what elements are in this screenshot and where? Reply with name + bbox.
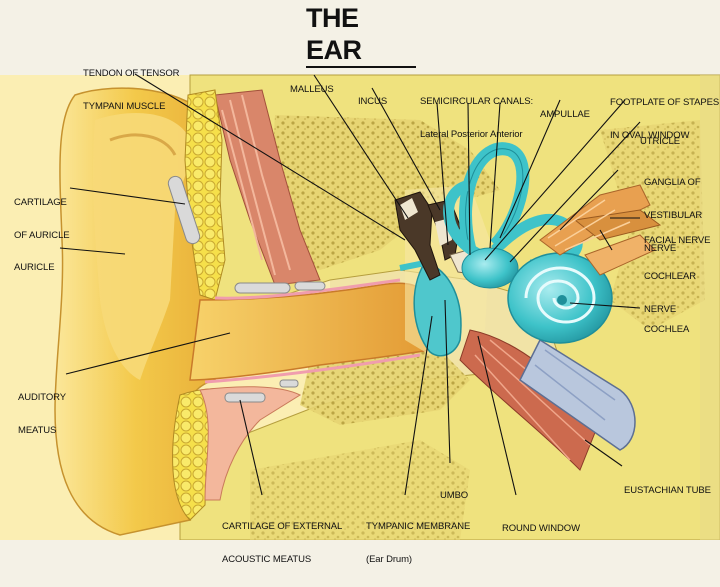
label-eustachian-line1: EUSTACHIAN TUBE (624, 485, 711, 496)
label-semicircular-canals: SEMICIRCULAR CANALS: Lateral Posterior A… (420, 74, 533, 162)
label-tendon-line1: TENDON OF TENSOR (83, 68, 180, 79)
label-tympanic-membrane: TYMPANIC MEMBRANE (Ear Drum) (366, 499, 470, 587)
label-ganglia-line2: VESTIBULAR (644, 210, 703, 221)
spongy-bone-lower (300, 350, 470, 425)
label-umbo-line1: UMBO (440, 490, 469, 501)
label-canals-line1: SEMICIRCULAR CANALS: (420, 96, 534, 107)
label-cochlear-nerve-line2: NERVE (644, 304, 677, 315)
label-auricle: AURICLE (14, 240, 55, 295)
label-incus: INCUS (358, 74, 387, 129)
label-malleus: MALLEUS (290, 62, 334, 117)
label-canals-line2: Lateral Posterior Anterior (420, 129, 523, 140)
label-cartilage-external-line1: CARTILAGE OF EXTERNAL (222, 521, 343, 532)
label-cochlear-nerve-line1: COCHLEAR (644, 271, 696, 282)
label-utricle: UTRICLE (640, 114, 680, 169)
auricle-cartilage-bar (167, 175, 201, 245)
label-ganglia-line3: NERVE (644, 243, 677, 254)
label-round-window-line1: ROUND WINDOW (502, 523, 580, 534)
label-round-window: ROUND WINDOW (502, 501, 580, 556)
label-facial-line1: FACIAL NERVE (644, 235, 711, 246)
spongy-bone-bottom (250, 440, 470, 540)
label-umbo: UMBO (440, 468, 468, 523)
label-cochlear-nerve: COCHLEAR NERVE (644, 249, 696, 337)
label-auditory-line1: AUDITORY (18, 392, 66, 403)
leader-lines (59, 73, 641, 496)
label-cartilage-auricle-line2: OF AURICLE (14, 230, 70, 241)
label-auditory-meatus: AUDITORY MEATUS (18, 370, 66, 458)
ear-diagram: THE EAR TENDON OF TENSOR TYMPANI MUSCLE … (0, 2, 720, 565)
label-cartilage-external: CARTILAGE OF EXTERNAL ACOUSTIC MEATUS (222, 499, 342, 587)
lower-tissue (199, 386, 302, 501)
label-facial-nerve: FACIAL NERVE (644, 213, 710, 268)
label-ampullae: AMPULLAE (540, 87, 590, 142)
label-tympanic-line2: (Ear Drum) (366, 554, 412, 565)
label-cartilage-external-line2: ACOUSTIC MEATUS (222, 554, 312, 565)
label-auditory-line2: MEATUS (18, 425, 57, 436)
cochlea-shape (507, 252, 613, 344)
label-ganglia-line1: GANGLIA OF (644, 177, 701, 188)
label-cochlea: COCHLEA (644, 302, 689, 357)
label-footplate-line1: FOOTPLATE OF STAPES (610, 97, 720, 108)
label-tympanic-line1: TYMPANIC MEMBRANE (366, 521, 471, 532)
label-incus-line1: INCUS (358, 96, 388, 107)
label-ampullae-line1: AMPULLAE (540, 109, 590, 120)
auricle-fold (92, 112, 192, 380)
label-footplate-line2: IN OVAL WINDOW (610, 130, 690, 141)
ear-illustration (0, 73, 720, 540)
label-tendon: TENDON OF TENSOR TYMPANI MUSCLE (83, 46, 180, 134)
label-auricle-line1: AURICLE (14, 262, 55, 273)
cochlear-nerve-shape (584, 234, 656, 276)
eustachian-tube (519, 338, 636, 451)
canal-cartilage-upper-2 (294, 281, 326, 291)
canal-cartilage-lower (224, 392, 266, 403)
cartilage-of-auricle (184, 89, 226, 301)
right-edge (700, 75, 720, 540)
canal-cartilage-upper (234, 282, 291, 294)
label-cartilage-auricle-line1: CARTILAGE (14, 197, 67, 208)
spongy-bone-upper (270, 115, 500, 270)
label-cartilage-auricle: CARTILAGE OF AURICLE (14, 175, 70, 263)
page-title: THE EAR (306, 2, 416, 68)
label-malleus-line1: MALLEUS (290, 84, 334, 95)
label-utricle-line1: UTRICLE (640, 136, 680, 147)
label-footplate: FOOTPLATE OF STAPES IN OVAL WINDOW (610, 75, 719, 163)
label-eustachian-tube: EUSTACHIAN TUBE (624, 463, 711, 518)
label-cochlea-line1: COCHLEA (644, 324, 690, 335)
label-ganglia: GANGLIA OF VESTIBULAR NERVE (644, 155, 702, 276)
label-tendon-line2: TYMPANI MUSCLE (83, 101, 166, 112)
